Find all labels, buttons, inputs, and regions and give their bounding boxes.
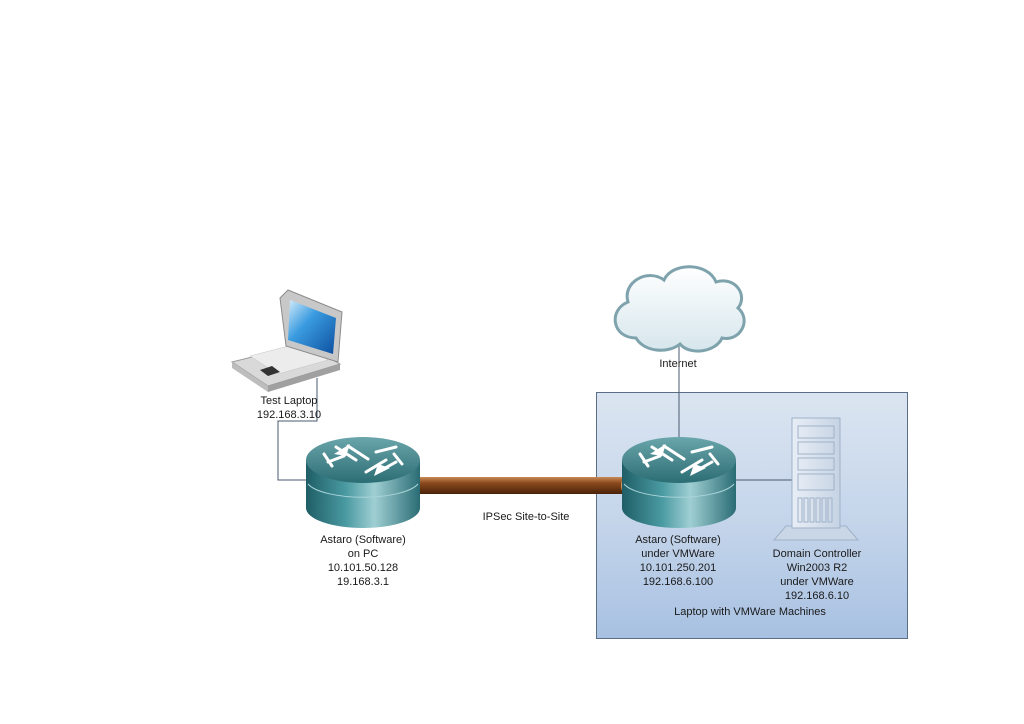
- router-icon[interactable]: [306, 437, 420, 528]
- router-pc-ip-lan: 19.168.3.1: [337, 576, 389, 588]
- cloud-icon[interactable]: [613, 265, 746, 353]
- ipsec-tunnel: [410, 477, 631, 494]
- router-pc-ip-wan: 10.101.50.128: [327, 562, 399, 574]
- cloud-label: Internet: [659, 357, 696, 371]
- laptop-label: Test Laptop 192.168.3.10: [257, 394, 321, 422]
- router-pc-label: Astaro (Software) on PC 10.101.50.128 19…: [320, 533, 406, 589]
- router-icon[interactable]: [622, 437, 736, 528]
- router-pc-host: on PC: [347, 548, 379, 560]
- router-pc-name: Astaro (Software): [320, 534, 406, 546]
- group-label: Laptop with VMWare Machines: [674, 605, 826, 619]
- server-name: Domain Controller: [772, 548, 862, 560]
- laptop-ip: 192.168.3.10: [256, 409, 322, 421]
- server-label: Domain Controller Win2003 R2 under VMWar…: [773, 547, 862, 603]
- server-icon[interactable]: [772, 417, 860, 541]
- tunnel-label-text: IPSec Site-to-Site: [482, 511, 570, 523]
- cloud-name: Internet: [659, 358, 697, 370]
- server-ip: 192.168.6.10: [784, 590, 850, 602]
- laptop-name: Test Laptop: [260, 395, 318, 407]
- server-host: under VMWare: [780, 576, 854, 588]
- group-label-text: Laptop with VMWare Machines: [674, 606, 826, 618]
- router-vm-host: under VMWare: [641, 548, 715, 560]
- link-laptop-router: [277, 378, 318, 481]
- router-vm-label: Astaro (Software) under VMWare 10.101.25…: [635, 533, 721, 589]
- tunnel-label: IPSec Site-to-Site: [483, 510, 570, 524]
- laptop-icon[interactable]: [230, 289, 343, 392]
- router-vm-ip-lan: 192.168.6.100: [642, 576, 714, 588]
- server-os: Win2003 R2: [786, 562, 848, 574]
- router-vm-name: Astaro (Software): [635, 534, 721, 546]
- router-vm-ip-wan: 10.101.250.201: [639, 562, 717, 574]
